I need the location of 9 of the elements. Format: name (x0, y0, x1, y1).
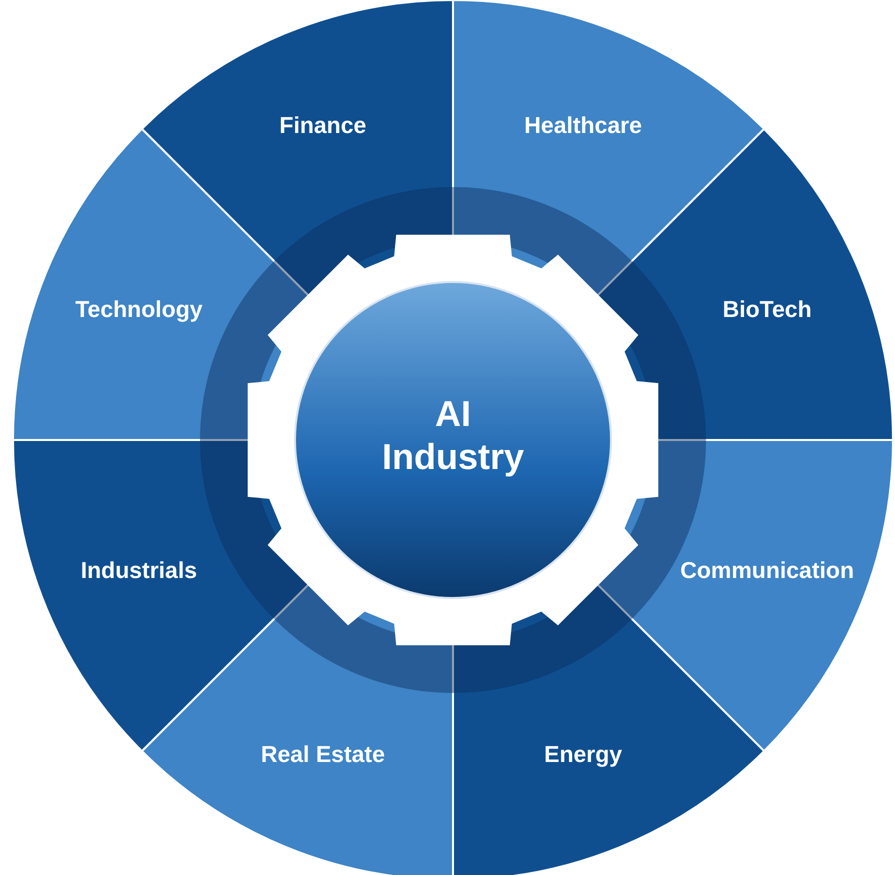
sector-label: Real Estate (260, 740, 385, 768)
sector-label: Energy (544, 740, 622, 768)
sector-label: BioTech (722, 296, 812, 324)
sector-label: Communication (680, 556, 854, 584)
hub-label: AI Industry (380, 392, 525, 478)
sector-label: Industrials (80, 556, 198, 584)
sector-label: Healthcare (524, 112, 642, 140)
sector-label: Technology (75, 296, 203, 324)
sector-label: Finance (279, 112, 366, 140)
